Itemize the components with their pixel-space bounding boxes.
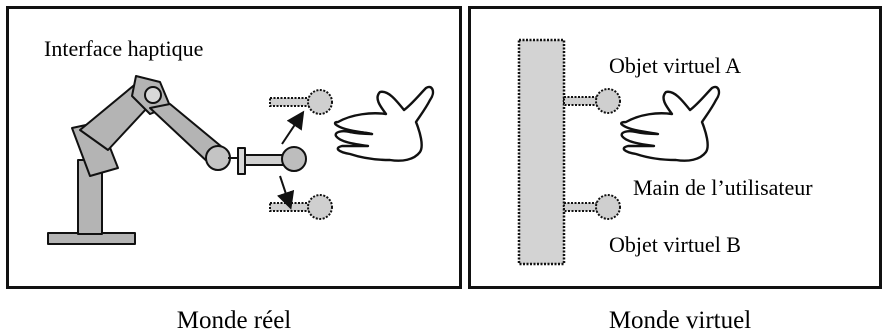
real-world-caption: Monde réel — [176, 307, 292, 334]
user-hand-label: Main de l’utilisateur — [633, 175, 813, 200]
real-object-a-bar — [269, 97, 315, 107]
robot-shaft — [244, 154, 286, 166]
arrow-icon — [277, 175, 295, 210]
real-hand-shape — [333, 85, 435, 162]
real-object-b-ball — [307, 194, 333, 220]
robot-flange — [237, 147, 246, 175]
real-hand-finger-line — [348, 130, 374, 136]
robot-arm-icon — [47, 75, 307, 245]
virtual-object-a-ball — [595, 88, 621, 114]
haptic-interface-label: Interface haptique — [44, 36, 204, 61]
robot-top-joint-pin — [144, 86, 162, 104]
virtual-object-icon — [269, 194, 333, 220]
virtual-object-a-label: Objet virtuel A — [609, 53, 741, 78]
virtual-world-caption: Monde virtuel — [608, 307, 752, 334]
virtual-object-b-bar — [563, 202, 599, 212]
virtual-object-icon — [269, 89, 333, 115]
robot-end-effector — [281, 146, 307, 172]
virtual-object-b-label: Objet virtuel B — [609, 232, 741, 257]
virtual-object-b-ball — [595, 194, 621, 220]
hand-icon — [620, 85, 721, 162]
virtual-object-icon — [563, 88, 621, 114]
virtual-object-a-bar — [563, 96, 599, 106]
hand-icon — [333, 85, 435, 162]
virtual-hand-shape — [620, 85, 721, 162]
robot-wrist — [205, 145, 231, 171]
virtual-object-icon — [563, 194, 621, 220]
real-object-a-ball — [307, 89, 333, 115]
virtual-wall — [517, 38, 566, 266]
arrow-icon — [281, 110, 305, 145]
